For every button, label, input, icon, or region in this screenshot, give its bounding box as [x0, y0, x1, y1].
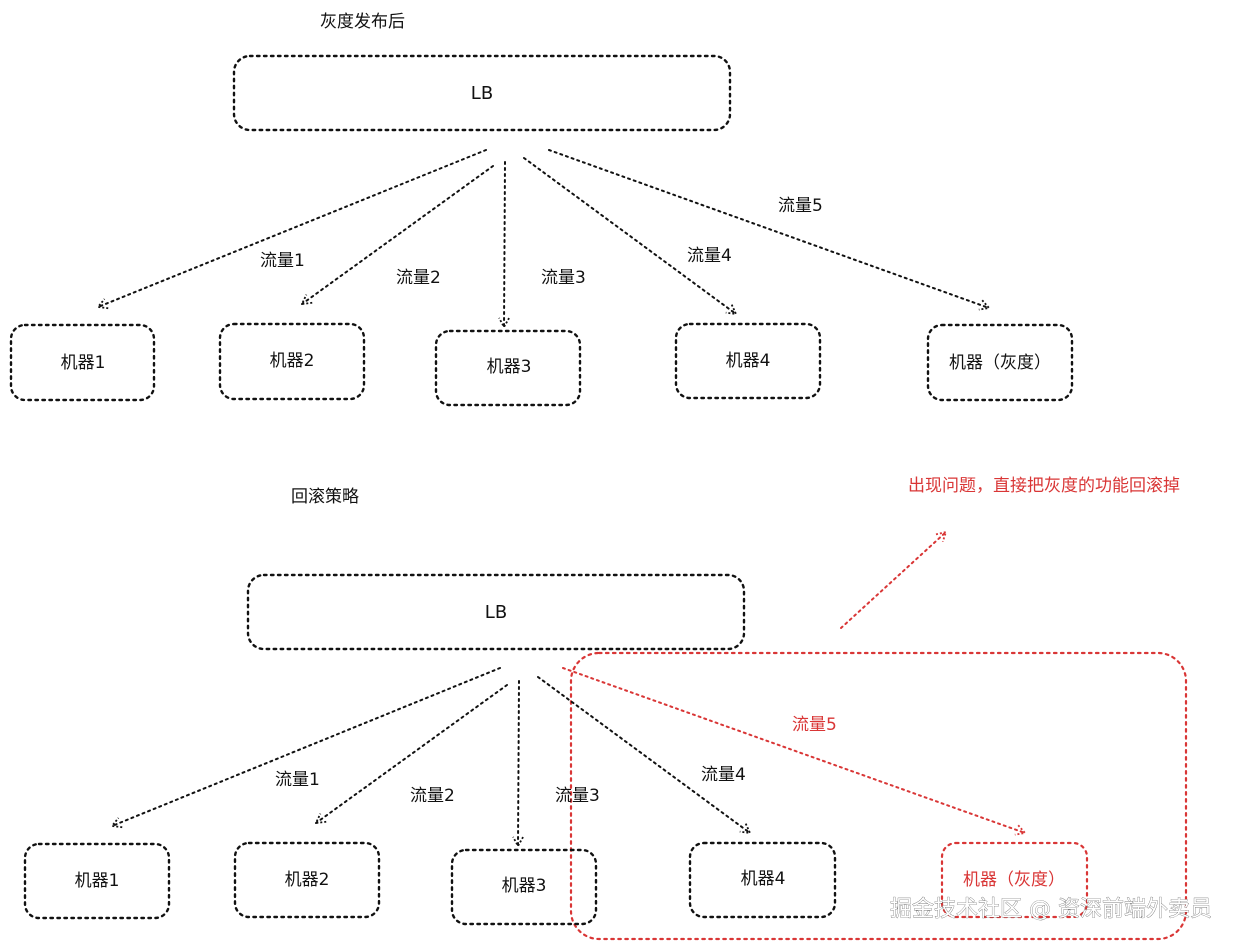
top-machines: 机器1 机器2 机器3 机器4 机器（灰度） — [9, 322, 1074, 407]
bottom-machines: 机器1 机器2 机器3 机器4 机器（灰度） — [23, 841, 1089, 926]
top-machine-3-box — [434, 329, 582, 407]
bottom-machine-2-box — [233, 841, 381, 919]
top-flow-arrows — [96, 149, 991, 329]
bottom-machine-1: 机器1 — [23, 842, 171, 920]
bottom-machine-2-label: 机器2 — [285, 870, 330, 890]
watermark: 掘金技术社区 @ 资深前端外卖员 — [890, 897, 1212, 922]
top-section: 灰度发布后 LB 流量1 流量2 流量3 流量4 流量5 机器1 — [9, 12, 1074, 407]
top-machine-1: 机器1 — [9, 323, 156, 402]
rollback-highlight-region — [569, 651, 1188, 941]
top-flow-label-2: 流量2 — [396, 268, 441, 288]
bottom-flow-label-2: 流量2 — [410, 786, 455, 806]
bottom-lb-box — [246, 573, 746, 651]
top-flow-arrow-4 — [523, 157, 738, 316]
top-machine-gray: 机器（灰度） — [926, 323, 1074, 402]
top-machine-1-label: 机器1 — [61, 353, 106, 373]
bottom-flow-label-4: 流量4 — [701, 765, 746, 785]
top-lb-box — [232, 54, 732, 132]
rollback-annotation-arrow — [840, 530, 948, 629]
bottom-machine-1-label: 机器1 — [75, 871, 120, 891]
top-flow-label-1: 流量1 — [260, 251, 305, 271]
top-machine-2-box — [218, 322, 366, 401]
bottom-machine-1-box — [23, 842, 171, 920]
top-title: 灰度发布后 — [320, 12, 405, 32]
top-machine-gray-box — [926, 323, 1074, 402]
top-flow-arrow-1 — [96, 149, 487, 310]
bottom-flow-arrow-5 — [562, 667, 1027, 836]
bottom-machine-gray-box — [940, 841, 1089, 919]
top-lb-node: LB — [232, 54, 732, 132]
bottom-flow-label-1: 流量1 — [275, 770, 320, 790]
rollback-annotation: 出现问题，直接把灰度的功能回滚掉 — [908, 476, 1180, 496]
bottom-flow-arrow-1 — [110, 667, 501, 829]
bottom-machine-gray: 机器（灰度） — [940, 841, 1089, 919]
bottom-machine-3-box — [450, 848, 598, 926]
top-flow-arrow-3 — [498, 161, 510, 329]
bottom-lb-node: LB — [246, 573, 746, 651]
bottom-lb-label: LB — [485, 602, 507, 623]
bottom-flow-label-3: 流量3 — [555, 786, 600, 806]
top-flow-label-5: 流量5 — [778, 196, 823, 216]
bottom-flow-arrow-3 — [512, 680, 524, 848]
top-flow-arrow-5 — [548, 149, 991, 311]
bottom-machine-2: 机器2 — [233, 841, 381, 919]
bottom-machine-4-label: 机器4 — [741, 869, 786, 889]
bottom-machine-3-label: 机器3 — [502, 876, 547, 896]
bottom-machine-3: 机器3 — [450, 848, 598, 926]
top-machine-4-box — [674, 322, 822, 400]
top-flow-label-4: 流量4 — [687, 246, 732, 266]
top-machine-1-box — [9, 323, 156, 402]
bottom-machine-4: 机器4 — [688, 841, 837, 919]
bottom-machine-4-box — [688, 841, 837, 919]
bottom-machine-gray-label: 机器（灰度） — [963, 870, 1065, 890]
top-machine-4-label: 机器4 — [726, 351, 771, 371]
bottom-title: 回滚策略 — [291, 487, 359, 507]
top-machine-2: 机器2 — [218, 322, 366, 401]
top-machine-gray-label: 机器（灰度） — [949, 353, 1051, 373]
top-machine-4: 机器4 — [674, 322, 822, 400]
bottom-section: 回滚策略 出现问题，直接把灰度的功能回滚掉 LB 流量1 流量2 流量3 流量4… — [23, 476, 1188, 941]
bottom-flow-labels: 流量1 流量2 流量3 流量4 流量5 — [275, 715, 837, 806]
bottom-flow-label-5: 流量5 — [792, 715, 837, 735]
top-machine-2-label: 机器2 — [270, 351, 315, 371]
top-flow-labels: 流量1 流量2 流量3 流量4 流量5 — [260, 196, 823, 288]
top-lb-label: LB — [471, 83, 493, 104]
bottom-flow-arrows — [110, 667, 1027, 848]
top-machine-3-label: 机器3 — [487, 357, 532, 377]
bottom-flow-arrow-4 — [537, 676, 752, 835]
top-flow-label-3: 流量3 — [541, 268, 586, 288]
top-machine-3: 机器3 — [434, 329, 582, 407]
